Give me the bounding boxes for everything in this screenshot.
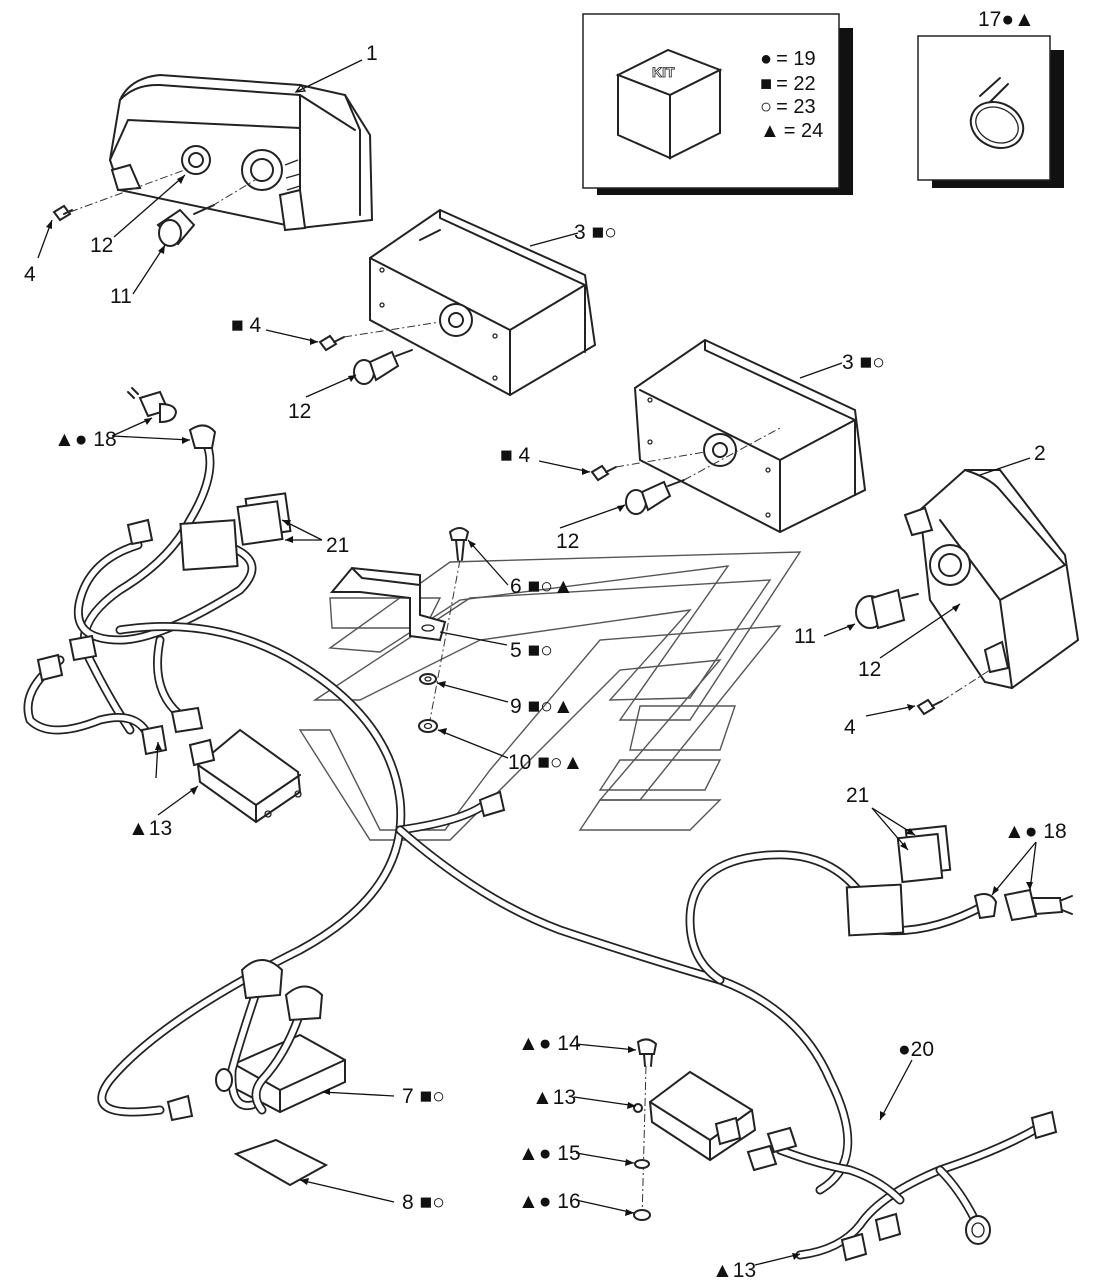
wiring-harness-20 [746,1110,1058,1262]
bolt-6 [448,527,470,561]
bulb-socket-11-lamp2 [855,588,919,630]
callout-4-lamp3-upper: ■ 4 [231,314,262,337]
callout-4-lamp3-lower: ■ 4 [500,444,531,467]
callout-4-lamp1: 4 [24,263,36,286]
callout-13-bottom: ▲13 [712,1259,756,1282]
callout-11-lamp1: 11 [110,285,132,308]
washer-9 [419,673,437,685]
assembly-axis [343,321,441,338]
clamp-detail-box [917,35,1064,188]
flasher-module-13-left [188,728,302,824]
screw-4-lamp3-lower [590,464,617,482]
kit-entry-24: ▲= 24 [760,120,823,142]
callout-12-lamp3-lower: 12 [556,530,579,553]
assembly-axis [69,167,191,213]
screw-4-lamp1 [52,204,73,222]
callout-14: ▲● 14 [518,1032,581,1055]
callout-1: 1 [366,42,378,65]
callout-6: 6 ■○▲ [510,575,574,598]
assembly-axis [641,1065,647,1221]
callout-11-lamp2: 11 [794,625,816,648]
decal-21-left [236,492,292,546]
callout-8: 8 ■○ [402,1191,445,1214]
kit-entry-22: ■= 22 [760,73,816,95]
callout-21-left: 21 [326,534,349,557]
control-unit-7 [166,959,346,1122]
callout-5: 5 ■○ [510,639,553,662]
work-lamp-3-lower [633,338,867,534]
assembly-axis [683,427,781,481]
callout-18-right: ▲● 18 [1004,820,1067,843]
bulb-socket-12-lamp3-lower [625,479,685,515]
kit-box-icon: KIT [615,48,723,160]
callout-12-lamp3-upper: 12 [288,400,311,423]
callout-16: ▲● 16 [518,1190,581,1213]
tail-lamp-2 [903,469,1080,690]
kit-legend-box: KIT ●= 19 ■= 22 ○= 23 ▲= 24 [582,13,853,195]
bulb-socket-11-lamp1 [156,204,215,247]
callout-17: 17●▲ [978,8,1035,31]
callout-10: 10 ■○▲ [508,751,583,774]
leader-lines [37,59,1037,1266]
screw-4-lamp3-upper [318,334,345,352]
bolt-14 [636,1038,658,1067]
kit-entry-19: ●= 19 [760,48,816,70]
bulb-18-left [127,387,178,424]
callout-12-lamp2: 12 [858,658,881,681]
hose-clamp-icon [969,77,1025,149]
callout-13-center: ▲13 [532,1086,576,1109]
callout-2: 2 [1034,442,1046,465]
work-lamp-3-upper [369,208,597,397]
assembly-axis [615,451,706,468]
flasher-module-13-center [633,1070,757,1162]
assembly-axis [429,559,461,721]
callout-20: ●20 [898,1038,934,1061]
bulb-18-right [1003,888,1073,922]
screw-4-lamp2 [916,698,943,716]
callout-15: ▲● 15 [518,1142,581,1165]
nut-10 [418,719,438,733]
nut-16 [633,1209,651,1221]
decal-21-right [896,824,952,884]
tail-lamp-1 [108,73,374,232]
callout-4-lamp2: 4 [844,716,856,739]
kit-badge-text: KIT [652,64,675,80]
callout-9: 9 ■○▲ [510,695,574,718]
callout-3-lower: 3 ■○ [842,351,885,374]
callout-18-left: ▲● 18 [54,428,117,451]
callout-21-right: 21 [846,784,869,807]
callout-3-upper: 3 ■○ [574,221,617,244]
bulb-socket-12-lamp3-upper [353,349,413,385]
instruction-card-8 [233,1138,329,1187]
wiring-harness-18-left [23,387,853,1195]
washer-15 [634,1159,650,1169]
mounting-bracket-5 [329,566,447,642]
callout-12-lamp1: 12 [90,234,113,257]
callout-13-left: ▲13 [128,817,172,840]
assembly-axis [941,669,991,702]
callout-7: 7 ■○ [402,1085,445,1108]
kit-entry-23: ○= 23 [760,96,816,118]
wiring-harness-18-right [685,850,1073,985]
